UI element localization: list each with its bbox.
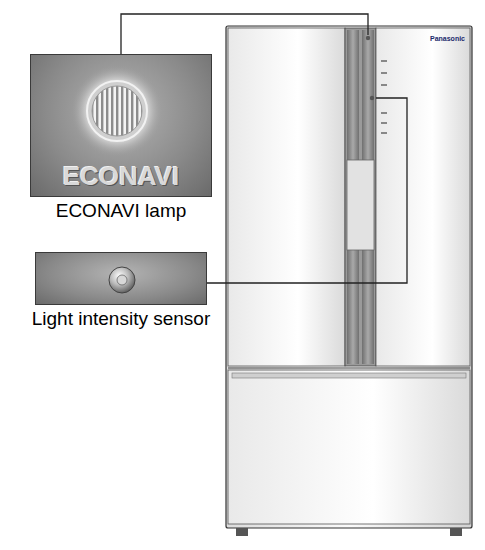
leader-line xyxy=(121,14,368,54)
brand-logo: Panasonic xyxy=(430,35,465,43)
freezer-drawer xyxy=(228,370,470,524)
control-buttons xyxy=(381,60,387,134)
door-gap xyxy=(228,368,470,369)
left-door xyxy=(228,28,345,366)
center-inset xyxy=(347,160,374,250)
drawer-handle xyxy=(232,373,466,378)
fridge-foot xyxy=(236,528,248,536)
econavi-lamp-dot xyxy=(366,36,370,40)
fridge-foot xyxy=(450,528,462,536)
center-panel xyxy=(345,28,376,366)
light-sensor-callout: Light intensity sensor xyxy=(35,252,207,305)
sensor-dot xyxy=(370,96,374,100)
right-door xyxy=(376,28,470,366)
fridge-body xyxy=(226,26,472,528)
econavi-lamp-callout: ECONAVIECONAVI lamp xyxy=(30,54,212,197)
callout-label: Light intensity sensor xyxy=(32,308,211,330)
leader-line xyxy=(207,98,407,283)
callout-label: ECONAVI lamp xyxy=(56,200,187,222)
light-sensor-icon xyxy=(36,253,208,306)
brand-mark: ECONAVI xyxy=(31,162,211,192)
